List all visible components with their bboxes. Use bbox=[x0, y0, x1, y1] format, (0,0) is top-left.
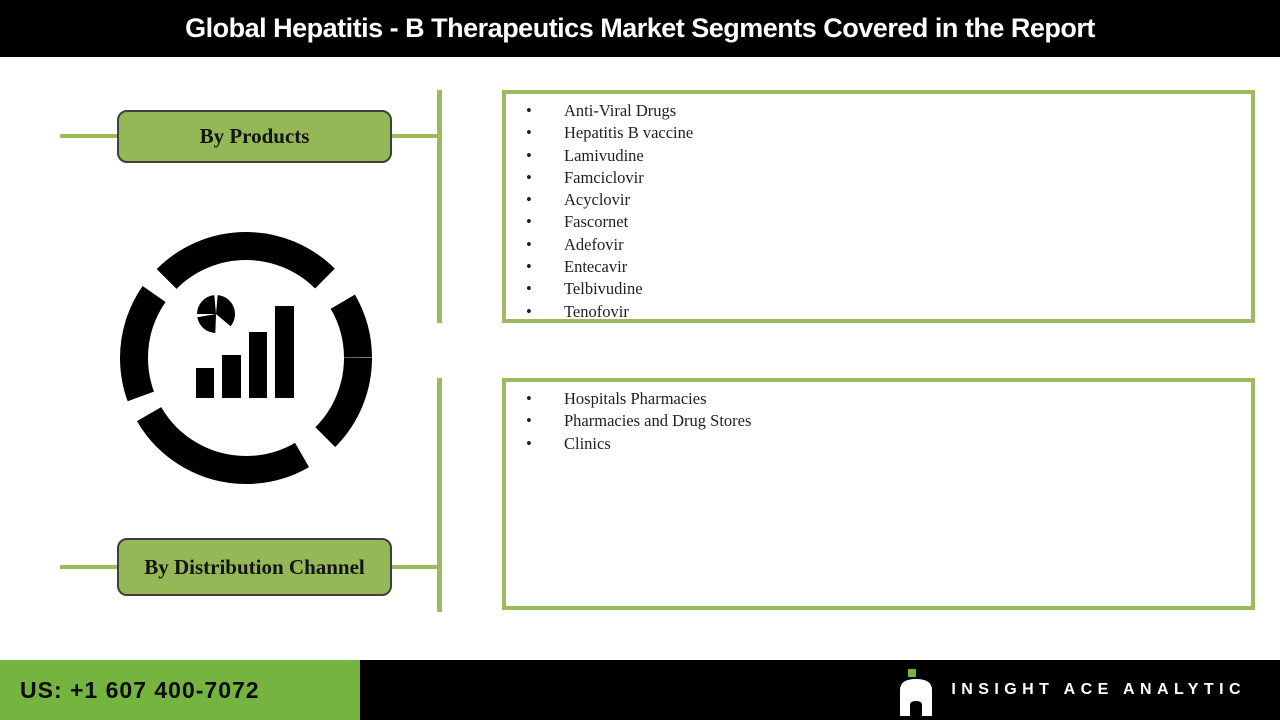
phone-number: US: +1 607 400-7072 bbox=[20, 676, 260, 703]
bar-chart-glyph bbox=[196, 306, 294, 398]
list-item: Hospitals Pharmacies bbox=[526, 388, 1241, 411]
list-item: Entecavir bbox=[526, 256, 1241, 279]
list-item: Acyclovir bbox=[526, 189, 1241, 212]
list-item: Pharmacies and Drug Stores bbox=[526, 410, 1241, 433]
by-distribution-channel-label: By Distribution Channel bbox=[117, 538, 392, 596]
distribution-list-box: Hospitals Pharmacies Pharmacies and Drug… bbox=[502, 378, 1255, 610]
bracket-line-distribution bbox=[437, 378, 442, 612]
pie-chart-glyph bbox=[197, 295, 236, 333]
list-item: Fascornet bbox=[526, 211, 1241, 234]
list-item: Adefovir bbox=[526, 234, 1241, 257]
list-item: Tenofovir bbox=[526, 301, 1241, 319]
connector-line-left-products bbox=[60, 134, 117, 138]
by-distribution-channel-label-text: By Distribution Channel bbox=[144, 554, 365, 579]
brand-name: INSIGHT ACE ANALYTIC bbox=[951, 681, 1246, 698]
list-item: Telbivudine bbox=[526, 278, 1241, 301]
by-products-label: By Products bbox=[117, 110, 392, 163]
list-item: Hepatitis B vaccine bbox=[526, 122, 1241, 145]
list-item: Clinics bbox=[526, 433, 1241, 456]
by-products-label-text: By Products bbox=[199, 124, 310, 149]
distribution-list: Hospitals Pharmacies Pharmacies and Drug… bbox=[506, 382, 1251, 455]
list-item: Famciclovir bbox=[526, 167, 1241, 190]
insight-ace-a-logo-icon bbox=[900, 669, 933, 716]
products-list-box: Anti-Viral Drugs Hepatitis B vaccine Lam… bbox=[502, 90, 1255, 323]
header-bar: Global Hepatitis - B Therapeutics Market… bbox=[0, 0, 1280, 57]
connector-line-right-distribution bbox=[392, 565, 437, 569]
list-item: Anti-Viral Drugs bbox=[526, 100, 1241, 123]
footer-phone-bar: US: +1 607 400-7072 bbox=[0, 660, 360, 720]
footer-brand-bar: INSIGHT ACE ANALYTIC bbox=[360, 660, 1280, 720]
products-list: Anti-Viral Drugs Hepatitis B vaccine Lam… bbox=[506, 94, 1251, 319]
list-item: Lamivudine bbox=[526, 145, 1241, 168]
connector-line-right-products bbox=[392, 134, 437, 138]
connector-line-left-distribution bbox=[60, 565, 117, 569]
page-title: Global Hepatitis - B Therapeutics Market… bbox=[185, 13, 1095, 43]
segmented-ring-analytics-icon bbox=[120, 232, 372, 484]
bracket-line-products bbox=[437, 90, 442, 323]
